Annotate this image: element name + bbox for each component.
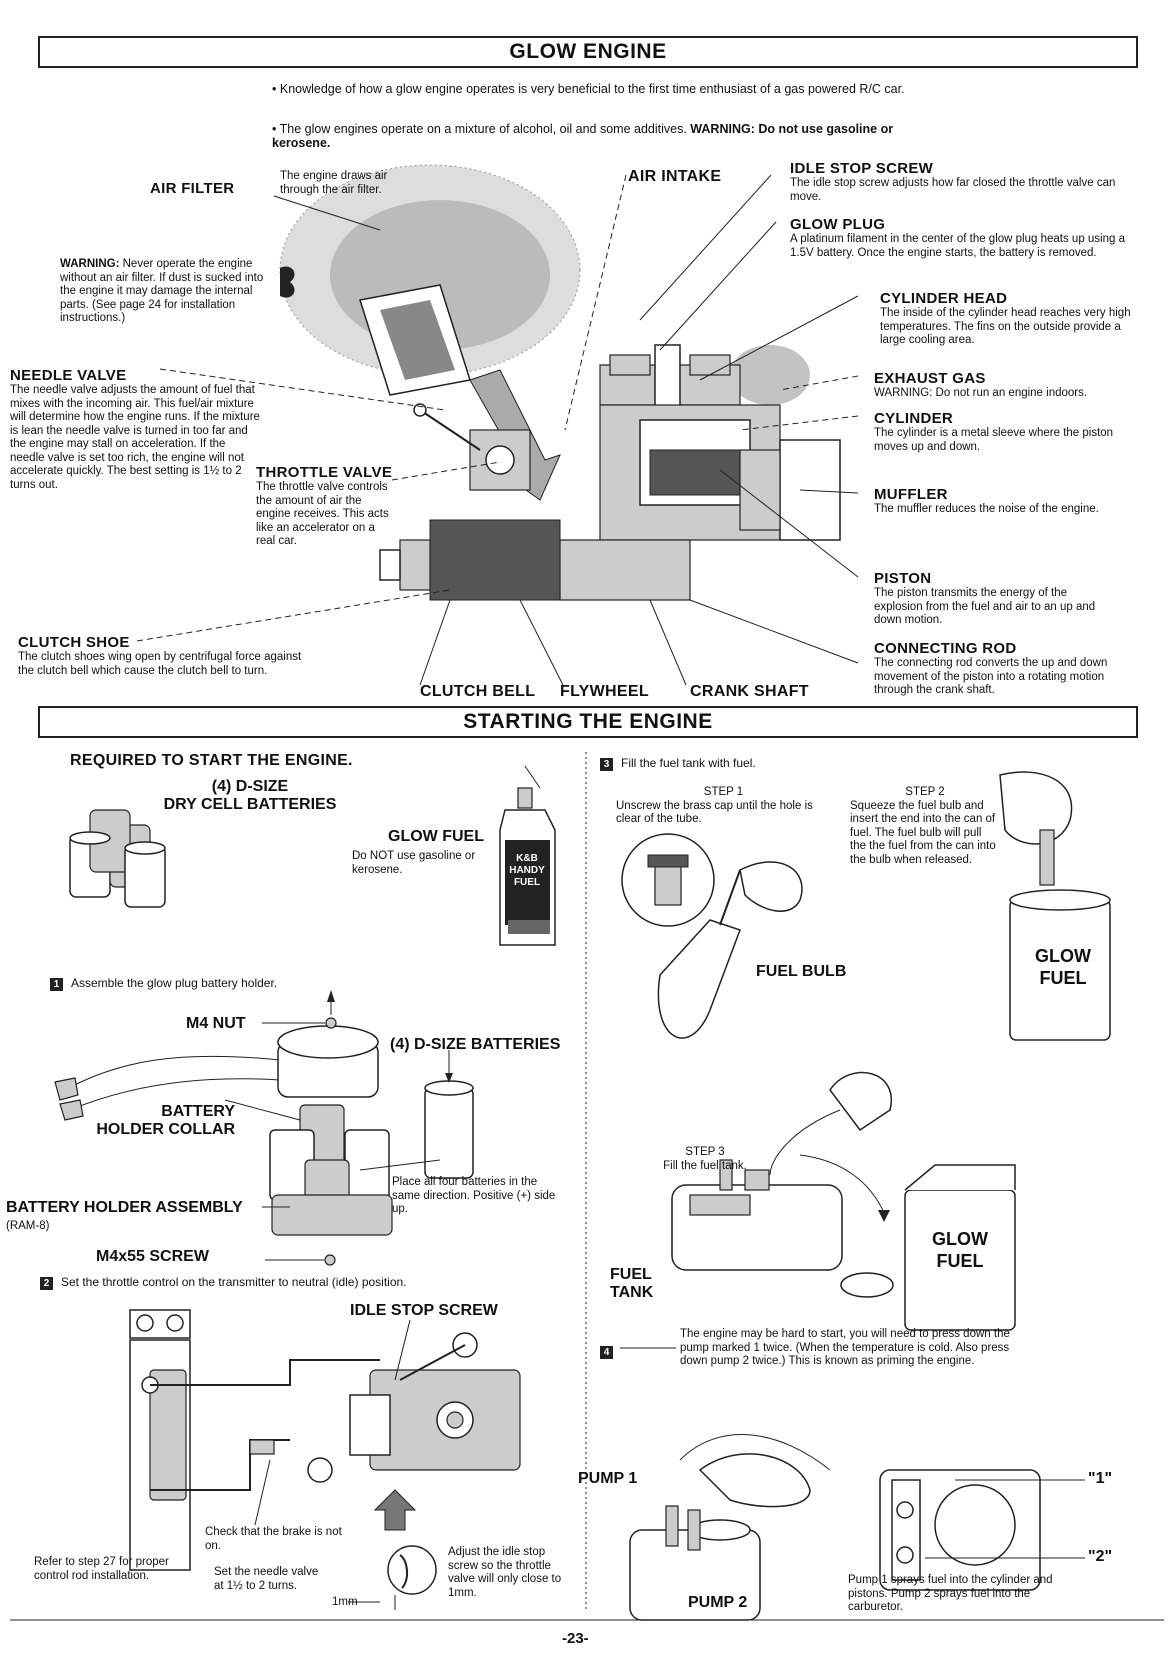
pump-quote-2: "2": [1088, 1548, 1113, 1565]
arrow-icon: [280, 266, 295, 298]
connecting-rod-callout: CONNECTING ROD The connecting rod conver…: [874, 640, 1108, 696]
fuel-bulb-label: FUEL BULB: [756, 963, 847, 980]
can-label-step2: GLOW FUEL: [1035, 946, 1091, 988]
idle-stop-screw-callout: IDLE STOP SCREW The idle stop screw adju…: [790, 160, 1116, 203]
throttle-valve-callout: THROTTLE VALVE The throttle valve contro…: [256, 464, 393, 547]
pump1-label: PUMP 1: [578, 1470, 638, 1487]
fuel-step3: STEP 3 Fill the fuel tank.: [663, 1146, 747, 1172]
air-filter-callout: AIR FILTER: [150, 180, 235, 197]
pump-quote-1: "1": [1088, 1470, 1113, 1487]
adjust-idle-text: Adjust the idle stop screw so the thrott…: [448, 1546, 562, 1599]
refer-step-text: Refer to step 27 for proper control rod …: [34, 1556, 169, 1582]
fuel-step2: STEP 2 Squeeze the fuel bulb and insert …: [850, 786, 996, 866]
battery-holder-collar-label: BATTERY HOLDER COLLAR: [96, 1103, 235, 1138]
ram-label: (RAM-8): [6, 1220, 50, 1232]
intro-bullet-1: • Knowledge of how a glow engine operate…: [272, 82, 905, 96]
fuel-step1: STEP 1 Unscrew the brass cap until the h…: [616, 786, 813, 825]
intro-bullet-2: • The glow engines operate on a mixture …: [272, 122, 894, 150]
piston-callout: PISTON The piston transmits the energy o…: [874, 570, 1096, 626]
air-filter-desc: The engine draws air through the air fil…: [280, 170, 388, 196]
one-mm-label: 1mm: [332, 1596, 358, 1608]
air-filter-warning: WARNING: Never operate the engine withou…: [60, 258, 264, 324]
can-label-step3: GLOW FUEL: [932, 1229, 988, 1271]
glow-engine-header: GLOW ENGINE: [38, 36, 1138, 68]
glow-fuel-label: GLOW FUEL: [388, 828, 484, 845]
pump-description: Pump 1 sprays fuel into the cylinder and…: [848, 1574, 1053, 1613]
clutch-bell-label: CLUTCH BELL: [420, 683, 536, 700]
fuel-tank-label: FUEL TANK: [610, 1266, 654, 1301]
place-batteries-text: Place all four batteries in the same dir…: [392, 1176, 556, 1215]
needle-valve-callout: NEEDLE VALVE The needle valve adjusts th…: [10, 367, 260, 491]
muffler-callout: MUFFLER The muffler reduces the noise of…: [874, 486, 1099, 515]
m4-nut-label: M4 NUT: [186, 1015, 246, 1032]
cylinder-head-callout: CYLINDER HEAD The inside of the cylinder…: [880, 290, 1131, 346]
glow-engine-title: GLOW ENGINE: [509, 40, 667, 63]
page-number: -23-: [562, 1630, 589, 1647]
clutch-shoe-callout: CLUTCH SHOE The clutch shoes wing open b…: [18, 634, 302, 677]
flywheel-label: FLYWHEEL: [560, 683, 649, 700]
glow-plug-callout: GLOW PLUG A platinum filament in the cen…: [790, 216, 1125, 259]
d-size-batteries-label: (4) D-SIZE BATTERIES: [390, 1036, 561, 1053]
required-heading: REQUIRED TO START THE ENGINE.: [70, 752, 353, 769]
starting-engine-header: STARTING THE ENGINE: [38, 706, 1138, 738]
air-intake-label: AIR INTAKE: [628, 168, 722, 185]
battery-holder-assembly-label: BATTERY HOLDER ASSEMBLY: [6, 1199, 243, 1216]
starting-engine-title: STARTING THE ENGINE: [463, 710, 713, 733]
idle-stop-screw-label: IDLE STOP SCREW: [350, 1302, 498, 1319]
batteries-label: (4) D-SIZE DRY CELL BATTERIES: [163, 778, 337, 813]
step4-text: The engine may be hard to start, you wil…: [680, 1328, 1010, 1367]
cylinder-callout: CYLINDER The cylinder is a metal sleeve …: [874, 410, 1114, 453]
fuel-bottle-label: K&B HANDY FUEL: [509, 853, 545, 888]
check-brake-text: Check that the brake is not on.: [205, 1526, 342, 1552]
glow-fuel-text: Do NOT use gasoline or kerosene.: [352, 850, 476, 876]
m4x55-screw-label: M4x55 SCREW: [96, 1248, 209, 1265]
crank-shaft-label: CRANK SHAFT: [690, 683, 809, 700]
pump2-label: PUMP 2: [688, 1594, 748, 1611]
exhaust-gas-callout: EXHAUST GAS WARNING: Do not run an engin…: [874, 370, 1088, 399]
step4-number: 4: [600, 1342, 621, 1360]
set-needle-text: Set the needle valve at 1½ to 2 turns.: [214, 1566, 319, 1592]
